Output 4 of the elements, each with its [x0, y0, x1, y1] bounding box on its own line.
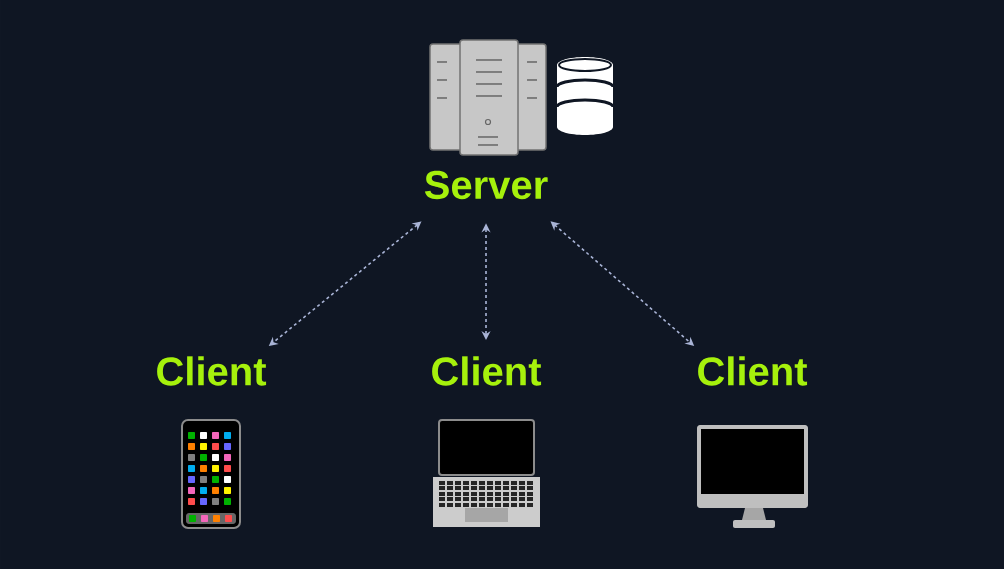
node-label: Server: [424, 170, 548, 200]
node-label: Client: [157, 356, 267, 386]
node-label: Client: [432, 356, 542, 386]
node-label: Client: [698, 356, 808, 386]
